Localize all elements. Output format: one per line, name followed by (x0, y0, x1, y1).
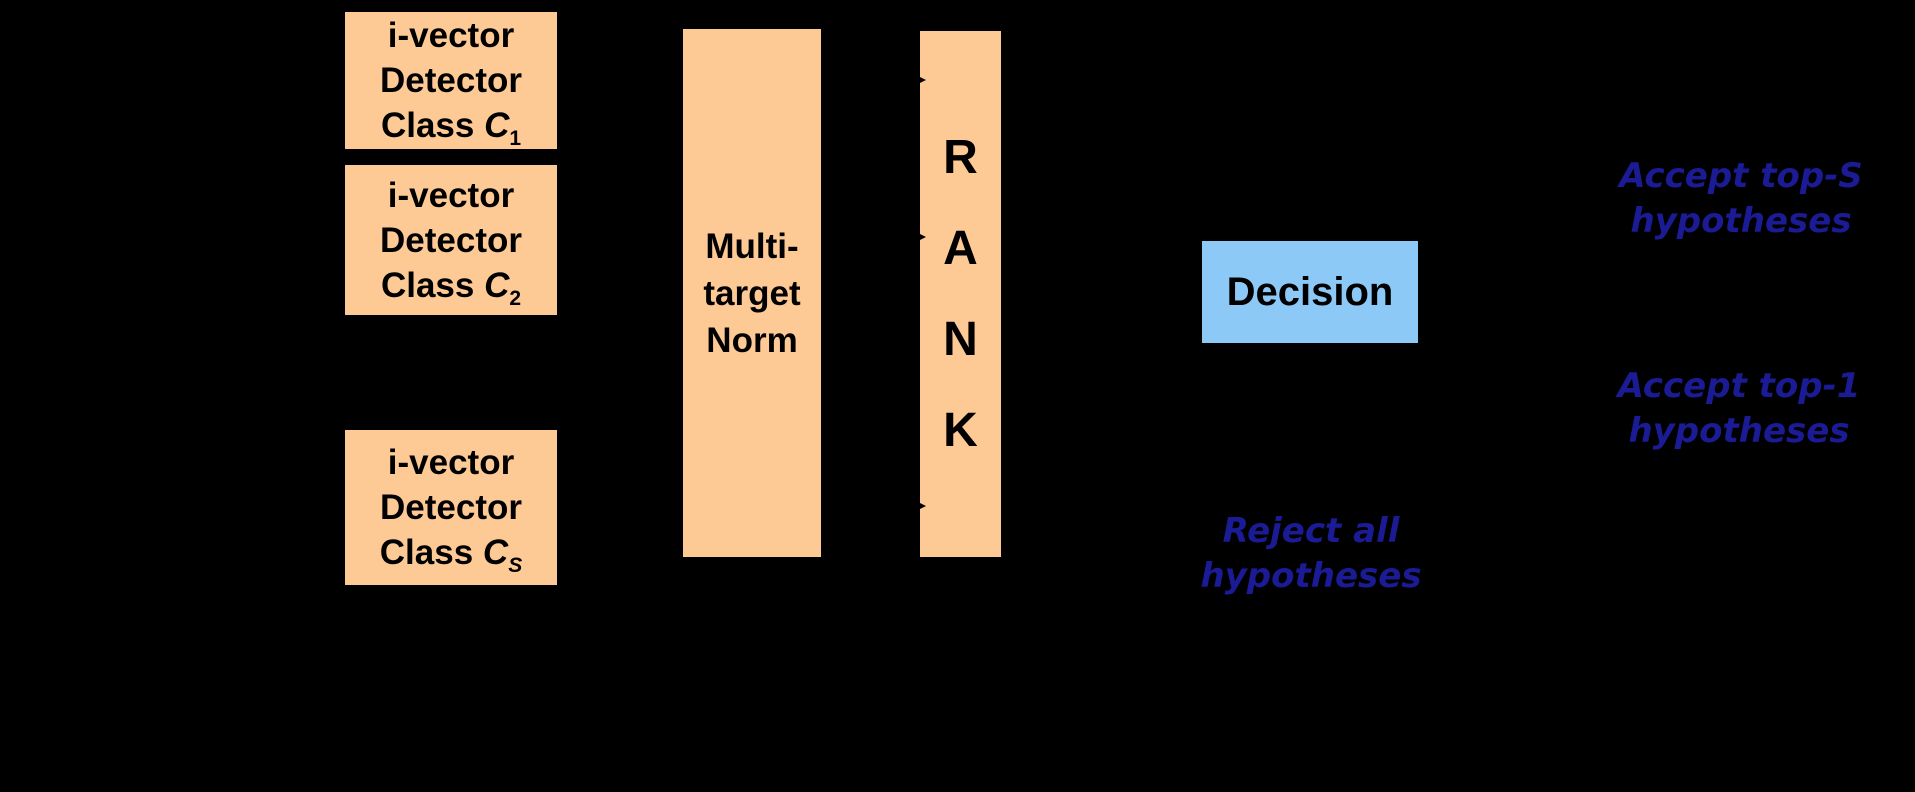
detector-line: Detector (380, 488, 522, 527)
multi-target-norm-box: Multi- target Norm (683, 29, 821, 557)
annotation-line: hypotheses (1628, 411, 1850, 451)
detector-box-c2: i-vector Detector Class C2 (345, 165, 557, 315)
rank-letter: R (943, 131, 978, 184)
annotation-line: hypotheses (1630, 201, 1852, 241)
detector-box-c1: i-vector Detector Class C1 (345, 12, 557, 149)
detector-class-line: Class C1 (380, 106, 522, 150)
norm-line: Multi- (705, 226, 799, 266)
class-subscript: S (508, 554, 523, 577)
class-subscript: 2 (509, 286, 522, 310)
detector-class-line: Class C2 (380, 265, 522, 310)
annotation-reject-all: Reject all hypotheses (1141, 509, 1481, 599)
class-symbol: C (484, 265, 510, 305)
class-subscript: 1 (509, 127, 522, 150)
norm-line: target (703, 273, 801, 313)
decision-label: Decision (1226, 269, 1394, 314)
rank-letter: K (943, 404, 978, 457)
annotation-line: hypotheses (1200, 556, 1422, 596)
detector-line: i-vector (387, 443, 515, 482)
arrowhead-icon (912, 73, 926, 87)
detector-box-cs: i-vector Detector Class CS (345, 430, 557, 585)
rank-letter: A (943, 222, 978, 275)
norm-line: Norm (706, 320, 798, 360)
rank-letter: N (943, 313, 978, 366)
class-symbol: C (484, 106, 510, 145)
arrowhead-icon (912, 499, 926, 513)
detector-line: i-vector (387, 175, 515, 215)
arrowhead-icon (912, 230, 926, 244)
annotation-accept-top-s: Accept top-S hypotheses (1571, 154, 1911, 244)
class-symbol: C (482, 533, 509, 572)
detector-line: i-vector (387, 16, 515, 55)
annotation-line: Accept top-S (1619, 156, 1863, 196)
annotation-accept-top-1: Accept top-1 hypotheses (1569, 364, 1909, 454)
detector-line: Detector (380, 61, 522, 100)
rank-box: R A N K (920, 31, 1001, 557)
detector-line: Detector (380, 220, 522, 260)
annotation-line: Accept top-1 (1617, 366, 1861, 406)
annotation-line: Reject all (1222, 511, 1400, 551)
decision-box: Decision (1202, 241, 1418, 343)
detector-class-line: Class CS (379, 533, 523, 577)
